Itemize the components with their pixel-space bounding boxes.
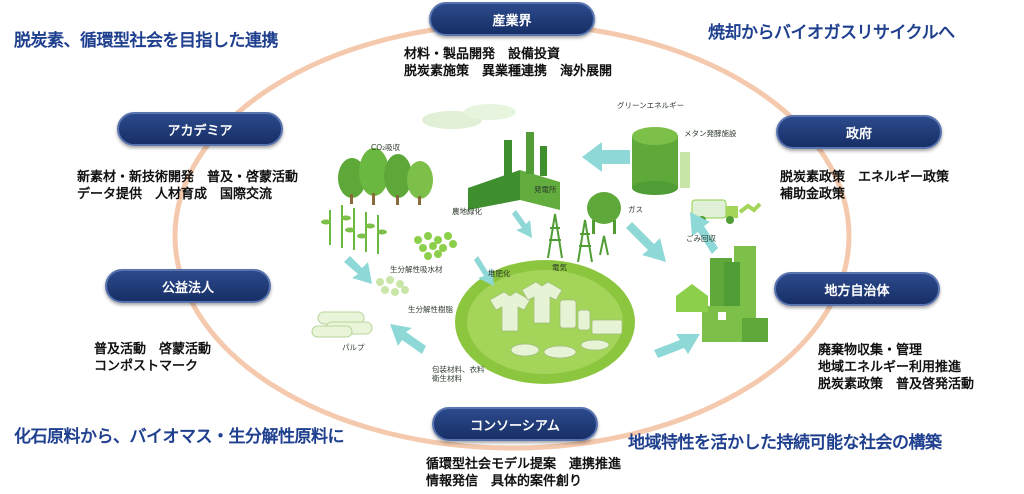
description-line: コンポストマーク — [94, 359, 199, 374]
pulp-label: パルプ — [342, 343, 365, 352]
trees-icon — [338, 148, 433, 205]
pill-consortium: コンソーシアム — [432, 407, 598, 441]
power-plant-label: 発電所 — [534, 184, 557, 194]
garbage-truck-icon — [691, 199, 762, 224]
pill-public-corp: 公益法人 — [105, 269, 271, 303]
description-line: 普及活動 啓蒙活動 — [94, 342, 212, 357]
products-label: 包装材料、衣料 衛生材料 — [432, 364, 487, 383]
resin-icon — [376, 276, 409, 296]
pill-government: 政府 — [776, 115, 942, 149]
description-line: データ提供 人材育成 国際交流 — [77, 187, 273, 202]
fertilizer-label: 堆肥化 — [488, 268, 511, 278]
description-line: 補助金政策 — [780, 187, 846, 202]
methane-label: メタン発酵施設 — [684, 128, 737, 138]
flow-arrows — [344, 142, 718, 358]
agri-label: 農地緑化 — [452, 206, 482, 216]
description-line: 脱炭素政策 普及啓発活動 — [818, 377, 975, 392]
products-label-line: 衛生材料 — [432, 373, 462, 383]
pill-local-gov: 地方自治体 — [774, 272, 940, 306]
heading-sustainable: 地域特性を活かした持続可能な社会の構築 — [628, 433, 942, 453]
description-line: 材料・製品開発 設備投資 — [404, 47, 561, 62]
green-energy-label: グリーンエネルギー — [617, 100, 684, 110]
heading-decarbonization: 脱炭素、循環型社会を目指した連携 — [14, 31, 279, 51]
description-line: 廃棄物収集・管理 — [818, 343, 923, 358]
local-gov-description: 廃棄物収集・管理 地域エネルギー利用推進 脱炭素政策 普及啓発活動 — [818, 342, 974, 393]
electricity-label: 電気 — [552, 262, 567, 272]
heading-biogas: 焼却からバイオガスリサイクルへ — [708, 23, 955, 43]
biodeg-absorb-label: 生分解性吸水材 — [390, 264, 443, 274]
biodeg-resin-label: 生分解性樹脂 — [408, 304, 453, 314]
pellets-icon — [414, 232, 457, 260]
pill-academia: アカデミア — [117, 112, 283, 146]
heading-biomass: 化石原料から、バイオマス・生分解性原料に — [14, 427, 345, 447]
products-label-line: 包装材料、衣料 — [432, 364, 485, 374]
co2-label: CO₂吸収 — [371, 143, 401, 152]
description-line: 脱炭素施策 異業種連携 海外展開 — [404, 64, 613, 79]
description-line: 循環型社会モデル提案 連携推進 — [426, 457, 622, 472]
government-description: 脱炭素政策 エネルギー政策 補助金政策 — [780, 169, 949, 203]
power-tower-icon — [547, 213, 609, 263]
consortium-description: 循環型社会モデル提案 連携推進 情報発信 具体的案件創り — [426, 456, 621, 490]
garbage-label: ごみ回収 — [686, 233, 716, 243]
cooperation-ring — [172, 21, 852, 451]
gas-tank-icon — [587, 192, 621, 234]
academia-description: 新素材・新技術開発 普及・啓蒙活動 データ提供 人材育成 国際交流 — [77, 169, 298, 203]
gas-label: ガス — [628, 204, 643, 214]
methane-facility-icon — [632, 127, 690, 195]
description-line: 脱炭素政策 エネルギー政策 — [780, 170, 950, 185]
products-icon — [489, 281, 623, 359]
pill-industry: 産業界 — [429, 2, 595, 36]
description-line: 新素材・新技術開発 普及・啓蒙活動 — [77, 170, 299, 185]
public-corp-description: 普及活動 啓蒙活動 コンポストマーク — [94, 341, 211, 375]
pulp-icon — [311, 311, 373, 338]
description-line: 情報発信 具体的案件創り — [426, 474, 583, 489]
factory-icon — [422, 104, 560, 210]
description-line: 地域エネルギー利用推進 — [818, 360, 962, 375]
city-buildings-icon — [676, 246, 768, 342]
industry-description: 材料・製品開発 設備投資 脱炭素施策 異業種連携 海外展開 — [404, 46, 612, 80]
